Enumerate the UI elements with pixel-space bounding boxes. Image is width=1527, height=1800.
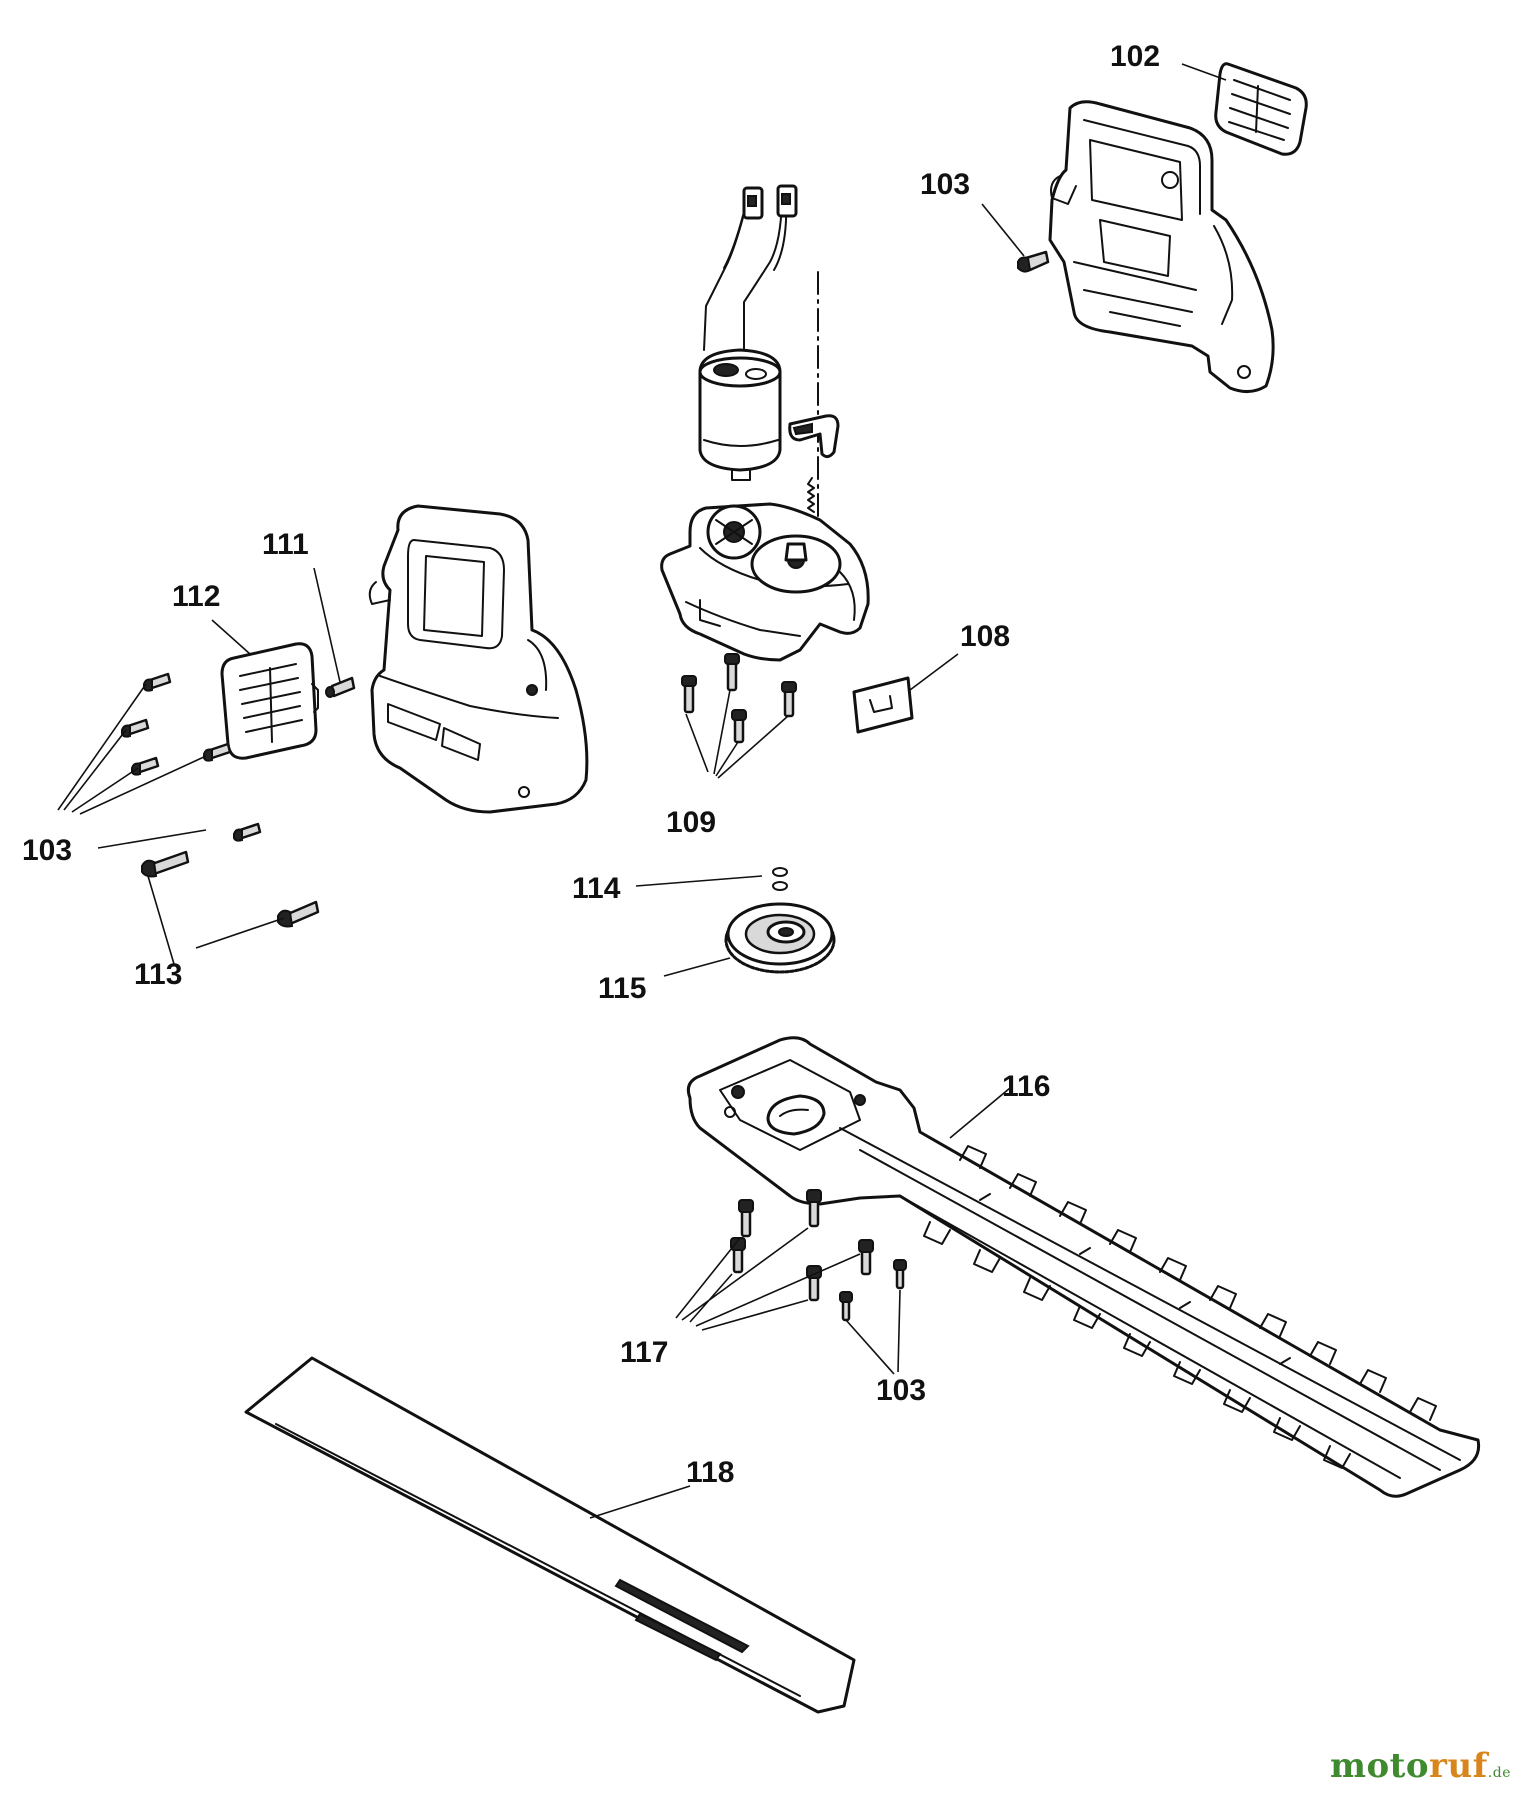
- part-114-washers: [772, 867, 788, 891]
- screw-109-a: [681, 675, 697, 714]
- part-103-screw-top: [1017, 250, 1050, 273]
- label-103-left: 103: [22, 834, 72, 867]
- screw-117-c: [730, 1237, 746, 1274]
- gearbox-housing: [660, 502, 870, 662]
- screw-103-l1: [143, 672, 172, 692]
- rear-housing-half: [1048, 100, 1275, 393]
- screw-117-e: [806, 1265, 822, 1302]
- label-109: 109: [666, 806, 716, 839]
- label-103-top: 103: [920, 168, 970, 201]
- part-108-plate: [852, 676, 914, 734]
- part-118-blade-guard: [244, 1356, 856, 1714]
- part-113-screws: [141, 850, 320, 928]
- screw-117-d: [858, 1239, 874, 1276]
- screw-109-b: [724, 653, 740, 692]
- part-109-screws: [681, 653, 797, 744]
- motor-assembly: [698, 184, 798, 481]
- label-114: 114: [572, 872, 621, 905]
- leader-lines: [57, 63, 1227, 1519]
- label-115: 115: [598, 972, 646, 1005]
- screw-103-b2: [893, 1259, 907, 1290]
- screw-103-l4: [203, 742, 232, 762]
- part-102-vent-cover: [1214, 62, 1308, 156]
- part-111-pin: [325, 676, 356, 698]
- screw-117-a: [738, 1199, 754, 1238]
- screw-113-b: [277, 900, 320, 928]
- part-103-screws-left: [121, 672, 262, 842]
- label-113: 113: [134, 958, 182, 991]
- part-117-screws: [730, 1189, 874, 1302]
- label-117: 117: [620, 1336, 668, 1369]
- screw-117-b: [806, 1189, 822, 1228]
- part-103-screws-bottom: [839, 1259, 907, 1322]
- screw-103-b1: [839, 1291, 853, 1322]
- screw-113-a: [141, 850, 190, 878]
- callout-labels: 102 103 111 112 108 109 103 114 113 115 …: [22, 40, 1160, 1489]
- label-112: 112: [172, 580, 220, 613]
- part-112-vent-cover: [220, 642, 319, 760]
- front-handle-housing: [368, 504, 589, 814]
- part-115-gear: [724, 902, 836, 974]
- label-111: 111: [262, 528, 309, 561]
- switch-lever-and-spring: [788, 414, 840, 513]
- screw-103-l3: [131, 756, 160, 776]
- watermark-logo: motoruf.de: [1329, 1746, 1511, 1786]
- screw-103-l5: [233, 822, 262, 842]
- label-108: 108: [960, 620, 1010, 653]
- label-102: 102: [1110, 40, 1160, 73]
- part-116-blade-assembly: [686, 1036, 1481, 1498]
- screw-109-c: [731, 709, 747, 744]
- screw-109-d: [781, 681, 797, 718]
- label-116: 116: [1002, 1070, 1050, 1103]
- label-103-bottom: 103: [876, 1374, 926, 1407]
- screw-103-l2: [121, 718, 150, 738]
- label-118: 118: [686, 1456, 734, 1489]
